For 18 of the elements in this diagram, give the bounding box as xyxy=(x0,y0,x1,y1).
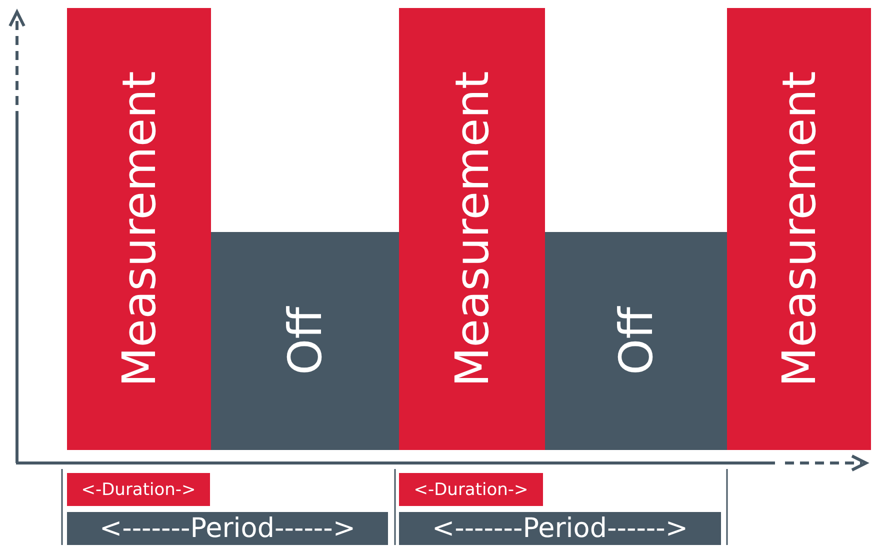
phase-bar xyxy=(67,8,211,450)
phase-bar xyxy=(399,8,545,450)
phase-bar xyxy=(727,8,871,450)
duration-label-box xyxy=(67,473,210,506)
period-label-box xyxy=(399,512,721,545)
period-label: <-------Period------> xyxy=(99,513,356,544)
duration-label: <-Duration-> xyxy=(81,480,196,500)
duration-label: <-Duration-> xyxy=(414,480,528,500)
period-label: <-------Period------> xyxy=(432,513,688,544)
phase-label: Measurement xyxy=(772,71,826,387)
phase-label: Measurement xyxy=(112,71,166,387)
phase-label: Measurement xyxy=(445,71,499,387)
phase-bar xyxy=(211,232,399,450)
phase-label: Off xyxy=(278,307,332,375)
duration-label-box xyxy=(399,473,543,506)
phase-label: Off xyxy=(609,307,663,375)
phase-bar xyxy=(545,232,727,450)
period-label-box xyxy=(67,512,388,545)
